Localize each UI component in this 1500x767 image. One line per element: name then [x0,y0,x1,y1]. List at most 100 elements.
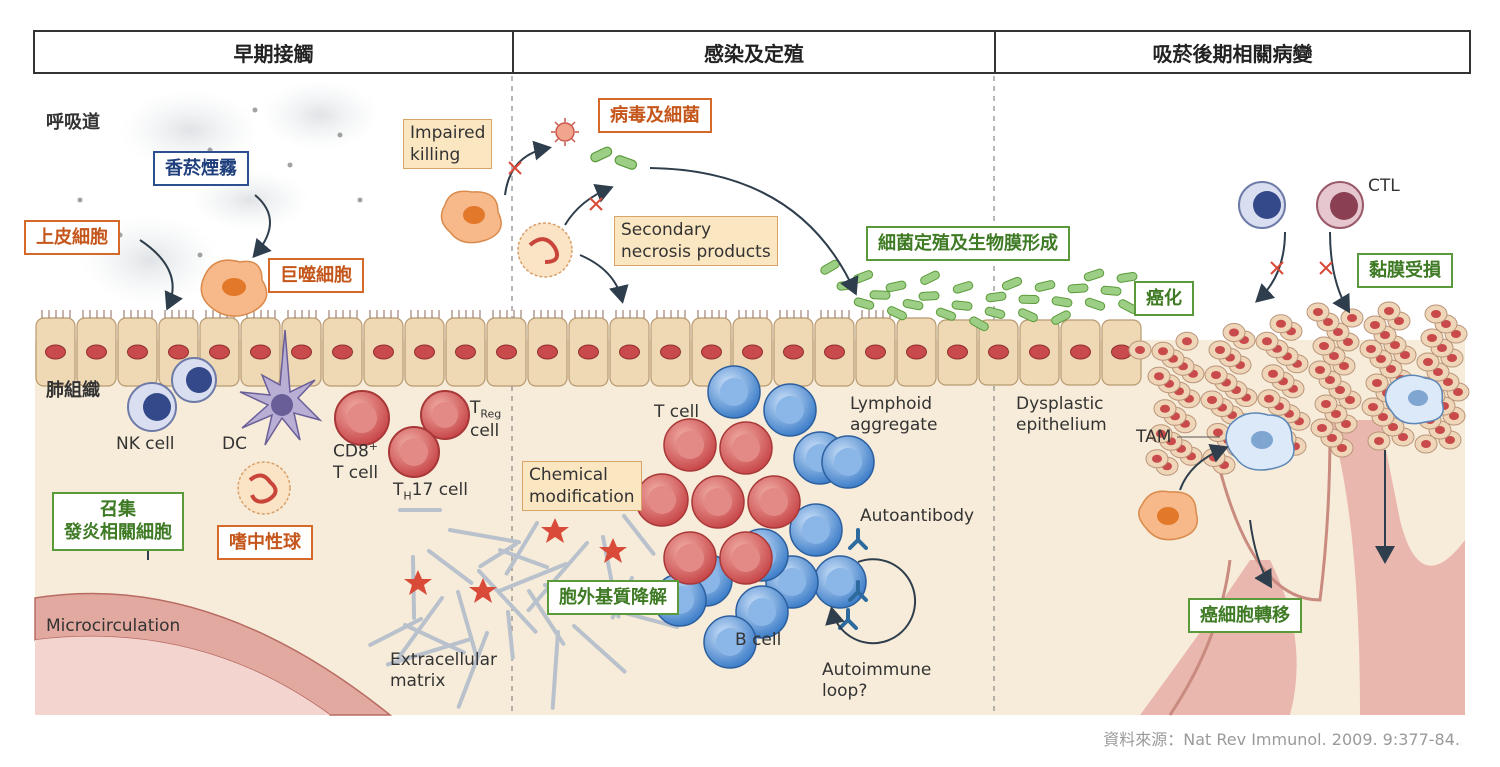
header-early-exposure: 早期接觸 [33,30,514,74]
bacterium [869,290,891,300]
th17-t: T [393,480,404,500]
mucosal-damage-box: 黏膜受損 [1357,253,1453,289]
tumor-nucleus [1182,337,1192,346]
tumor-nucleus [1215,346,1225,354]
chemical-line-2: modification [529,487,635,508]
ecm-fiber [427,549,474,585]
ecm-fiber [506,610,515,660]
tumor-nucleus [1388,423,1398,431]
tumor-nucleus [1313,308,1323,316]
dendritic-cell [239,329,323,446]
dysplastic-line-2: epithelium [1016,415,1107,436]
secondary-line-2: necrosis products [621,242,771,263]
cell-nucleus [332,344,353,360]
colonization-biofilm-box: 細菌定殖及生物膜形成 [866,226,1070,262]
tumor-nucleus [1152,454,1162,463]
lymphoid-aggregate-label: Lymphoid aggregate [850,394,937,437]
header-infection-colonization: 感染及定殖 [512,30,996,74]
cell-nucleus [414,344,435,360]
impaired-killing-note: Impaired killing [403,119,493,170]
lymphoid-line-2: aggregate [850,415,938,436]
tumor-nucleus [1394,317,1404,325]
autoimmune-line-2: loop? [822,681,868,702]
t-cell-nucleus [648,486,676,514]
tumor-nucleus [1207,396,1217,404]
extracellular-matrix [368,508,680,710]
tumor-nucleus [1317,424,1327,432]
cell-nucleus [168,344,189,360]
ecm-fiber [498,548,549,570]
cell-nucleus [578,344,599,360]
cell-nucleus [250,344,271,360]
treg-t: T [470,398,481,418]
autoimmune-loop-label: Autoimmune loop? [822,660,931,703]
b-cell-label: B cell [735,630,782,650]
extracellular-matrix-label: Extracellular matrix [390,650,497,693]
tumor-nucleus [1331,410,1341,418]
treg-sub: Reg [480,407,502,421]
tumor-nucleus [1268,369,1278,378]
tumor-nucleus [1447,354,1457,362]
impaired-line-2: killing [410,145,461,166]
bacterium [887,306,907,321]
tumor-nucleus [1337,444,1347,452]
tumor-nucleus [1372,379,1382,387]
cell-nucleus [127,344,148,360]
cell-nucleus [86,344,107,360]
impaired-line-1: Impaired [410,123,486,143]
virus-particle [551,118,579,146]
tam-label: TAM [1136,427,1172,447]
cd8-t-cell-word: T cell [333,462,379,483]
b-cell-nucleus [748,598,776,626]
cell-nucleus [496,344,517,360]
tumor-nucleus [1376,355,1386,363]
ecm-fiber [477,569,538,634]
ecm-fiber [385,637,473,667]
ctl-label: CTL [1368,176,1400,196]
airway-label: 呼吸道 [46,112,100,133]
tumor-nucleus [1276,319,1286,328]
b-cell-nucleus [826,568,854,596]
bacterium [1116,271,1138,283]
tumor-nucleus [1423,358,1433,366]
necrotic-cell [517,222,573,278]
bacterium [969,316,989,332]
chemical-modification-note: Chemical modification [522,461,642,512]
recruit-inflammatory-cells-box: 召集 發炎相關細胞 [52,492,184,551]
treg-cell-word: cell [470,421,500,442]
b-cell-nucleus [776,396,804,424]
tumor-nucleus [1341,420,1351,428]
tumor-nucleus [1160,404,1170,413]
tumor-nucleus [1211,371,1221,379]
nk-cell-right [1238,181,1286,229]
autoimmune-loop-arrow [825,558,917,645]
tumor-nucleus [1374,437,1384,445]
ecm-fiber [497,562,568,593]
macrophage-box: 巨噬細胞 [268,258,364,294]
cell-nucleus [1029,344,1050,360]
chemical-line-1: Chemical [529,465,608,485]
tumor-nucleus [1264,394,1274,403]
tam-cells [1225,374,1444,471]
tumor-nucleus [1345,396,1355,404]
header-late-pathology: 吸菸後期相關病變 [994,30,1471,74]
cell-nucleus [701,344,722,360]
tumor-nucleus [1427,334,1437,342]
bacteria-colony [820,259,1138,332]
t-cell-nucleus [732,544,760,572]
tumor-nucleus [1325,376,1335,384]
lymphoid-line-1: Lymphoid [850,394,933,414]
ecm-degradation-box: 胞外基質降解 [547,580,679,616]
autoantibodies [838,528,868,630]
tumor-nucleus [1421,440,1431,448]
cd8-text: CD8 [333,441,369,462]
nk-cells [127,357,217,432]
t-cells-left [334,390,470,478]
cell-nucleus [455,344,476,360]
cell-nucleus [291,344,312,360]
cd8-t-cell-label: CD8+T cell [333,440,378,484]
tumor-nucleus [1443,378,1453,386]
tumor-nucleus [1319,342,1329,350]
cell-nucleus [209,344,230,360]
bacterium [1001,276,1023,291]
